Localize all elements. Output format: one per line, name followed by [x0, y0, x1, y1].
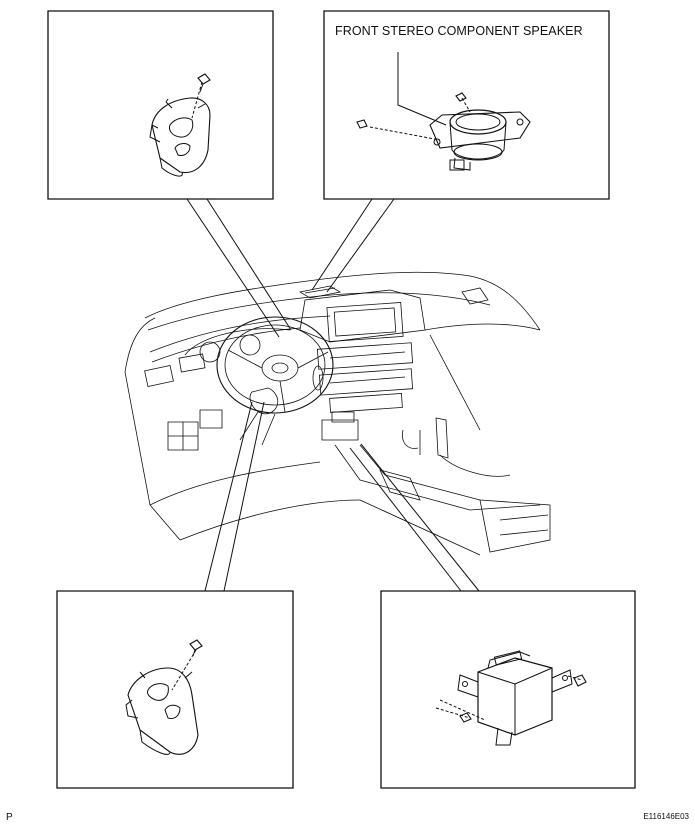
screw-icon: [190, 640, 202, 656]
steering-switch-right-icon: [150, 82, 210, 176]
figure-code: E116146E03: [643, 812, 689, 821]
steering-switch-left-icon: [126, 650, 198, 754]
callout-bottom-left: [205, 402, 264, 591]
top-right-inset-frame: [324, 11, 609, 199]
corner-label: P: [6, 812, 13, 823]
front-stereo-component-speaker-icon: [370, 52, 530, 170]
callout-bottom-right: [350, 444, 479, 591]
screw-icon: [357, 93, 466, 128]
screw-icon: [198, 74, 210, 92]
speaker-callout-label: FRONT STEREO COMPONENT SPEAKER: [335, 24, 583, 38]
callout-top-left: [187, 199, 291, 337]
bottom-left-inset-frame: [57, 591, 293, 788]
control-module-icon: [436, 651, 582, 745]
bottom-right-inset-frame: [381, 591, 635, 788]
top-left-inset-frame: [48, 11, 273, 199]
callout-top-right: [312, 199, 394, 292]
screw-icon: [460, 675, 586, 722]
vehicle-dashboard-icon: [125, 272, 550, 555]
